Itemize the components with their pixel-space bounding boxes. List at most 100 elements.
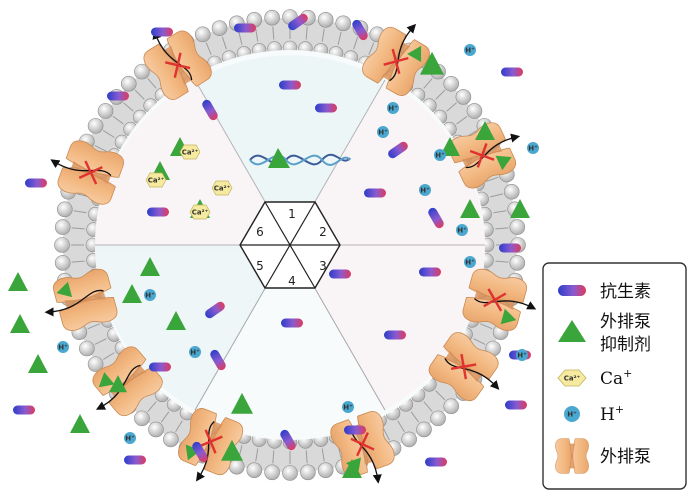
legend-antibiotic-label: 抗生素 <box>600 282 651 302</box>
efflux-pump <box>88 342 167 421</box>
lipid-head <box>443 75 460 92</box>
inhibitor-triangle <box>420 51 444 75</box>
antibiotic-pill <box>281 318 303 328</box>
svg-text:H⁺: H⁺ <box>567 411 577 419</box>
lipid-head <box>54 255 71 271</box>
legend-inhibitor-label-2: 抑制剂 <box>600 335 651 355</box>
lipid-head <box>134 410 150 427</box>
calcium-ion-icon: Ca²⁺ <box>179 144 201 160</box>
inhibitor-triangle <box>98 372 115 388</box>
svg-text:H⁺: H⁺ <box>145 291 155 299</box>
inhibitor-triangle <box>510 199 530 218</box>
lipid-head <box>335 15 352 32</box>
particles: Ca²⁺ Ca²⁺ Ca²⁺ Ca²⁺ H⁺ H⁺ H⁺ H⁺ H⁺ H⁺ H⁺ H⁺ H⁺ H⁺ H⁺ H⁺… <box>8 12 539 478</box>
lipid-head <box>87 356 104 372</box>
antibiotic-pill <box>425 457 447 467</box>
efflux-pump <box>424 328 503 406</box>
lipid-head <box>194 26 211 43</box>
antibiotic-pill <box>147 207 169 217</box>
lipid-head <box>455 89 472 105</box>
antibiotic-pill <box>384 330 406 340</box>
svg-text:H⁺: H⁺ <box>388 104 398 112</box>
lipid-head <box>57 201 73 218</box>
blocked-x-icon <box>383 48 409 75</box>
svg-text:H⁺: H⁺ <box>125 434 135 442</box>
lipid-head <box>163 431 179 448</box>
inhibitor-triangle <box>407 45 422 63</box>
segment-label-4: 4 <box>288 274 296 288</box>
inhibitor-triangle <box>495 155 512 171</box>
antibiotic-pill <box>149 362 171 372</box>
proton-ion-icon: H⁺ <box>464 256 476 268</box>
inhibitor-triangle <box>460 199 480 218</box>
dna-helix-icon <box>249 153 351 166</box>
proton-ion-icon: H⁺ <box>124 432 136 444</box>
svg-text:Ca²⁺: Ca²⁺ <box>564 375 581 383</box>
svg-text:Ca²⁺: Ca²⁺ <box>214 185 231 193</box>
inhibitor-triangle <box>56 281 73 298</box>
antibiotic-pill <box>234 23 256 33</box>
lipid-head <box>509 219 526 235</box>
efflux-pump <box>139 26 216 104</box>
proton-ion-icon: H⁺ <box>387 102 399 114</box>
legend-inhibitor-icon <box>558 320 586 342</box>
svg-text:H⁺: H⁺ <box>190 348 200 356</box>
proton-ion-icon: H⁺ <box>57 341 69 353</box>
antibiotic-pill <box>499 243 521 253</box>
lipid-head <box>430 410 446 427</box>
lipid-head <box>148 421 164 438</box>
segment-label-5: 5 <box>256 259 264 273</box>
proton-ion-icon: H⁺ <box>419 184 431 196</box>
legend-inhibitor-label-1: 外排泵 <box>600 312 651 332</box>
lipid-head <box>228 458 245 475</box>
legend-antibiotic-icon <box>558 285 586 296</box>
legend-proton-icon <box>564 406 580 422</box>
proton-ion-icon: H⁺ <box>464 44 476 56</box>
legend-calcium-label: Ca+ <box>600 367 632 389</box>
inhibitor-triangle <box>28 354 48 373</box>
proton-ion-icon: H⁺ <box>189 346 201 358</box>
proton-ion-icon: H⁺ <box>377 126 389 138</box>
inhibitor-triangle <box>221 439 243 461</box>
lipid-head <box>246 462 263 478</box>
efflux-pump <box>460 266 537 334</box>
proton-ion-icon: H⁺ <box>527 142 539 154</box>
svg-text:Ca²⁺: Ca²⁺ <box>192 209 209 217</box>
lipid-head <box>97 103 114 119</box>
efflux-pump <box>50 137 127 208</box>
lipid-head <box>503 183 520 200</box>
inhibitor-triangle <box>109 375 127 393</box>
svg-text:H⁺: H⁺ <box>457 226 467 234</box>
inhibitor-triangle <box>8 272 28 291</box>
central-hexagon: 1 2 3 4 5 6 <box>239 201 341 289</box>
inhibitor-triangle <box>268 148 290 168</box>
antibiotic-pill <box>13 405 35 415</box>
inhibitor-triangle <box>440 137 460 156</box>
proton-ion-icon: H⁺ <box>342 401 354 413</box>
calcium-ion-icon: Ca²⁺ <box>211 180 233 196</box>
inhibitor-triangle <box>140 257 160 276</box>
legend-pump-label: 外排泵 <box>600 447 651 467</box>
antibiotic-pill <box>315 103 337 113</box>
inhibitor-triangle <box>500 308 517 325</box>
antibiotic-pill <box>25 178 47 188</box>
inhibitor-triangle <box>475 121 495 140</box>
antibiotic-pill <box>151 27 173 37</box>
lipid-head <box>134 63 150 80</box>
lipid-head <box>282 465 298 481</box>
lipid-head <box>416 421 432 438</box>
antibiotic-pill <box>344 425 366 435</box>
svg-text:H⁺: H⁺ <box>420 186 430 194</box>
antibiotic-pill <box>505 400 527 410</box>
antibiotic-pill <box>279 80 301 90</box>
antibiotic-pill <box>364 188 386 198</box>
inhibitor-triangle <box>122 284 142 303</box>
inhibitor-triangle <box>185 444 201 461</box>
svg-text:H⁺: H⁺ <box>58 343 68 351</box>
calcium-ion-icon: Ca²⁺ <box>145 172 167 188</box>
calcium-ion-icon: Ca²⁺ <box>189 204 211 220</box>
efflux-pump <box>358 23 434 100</box>
svg-text:H⁺: H⁺ <box>435 151 445 159</box>
svg-text:H⁺: H⁺ <box>517 351 527 359</box>
